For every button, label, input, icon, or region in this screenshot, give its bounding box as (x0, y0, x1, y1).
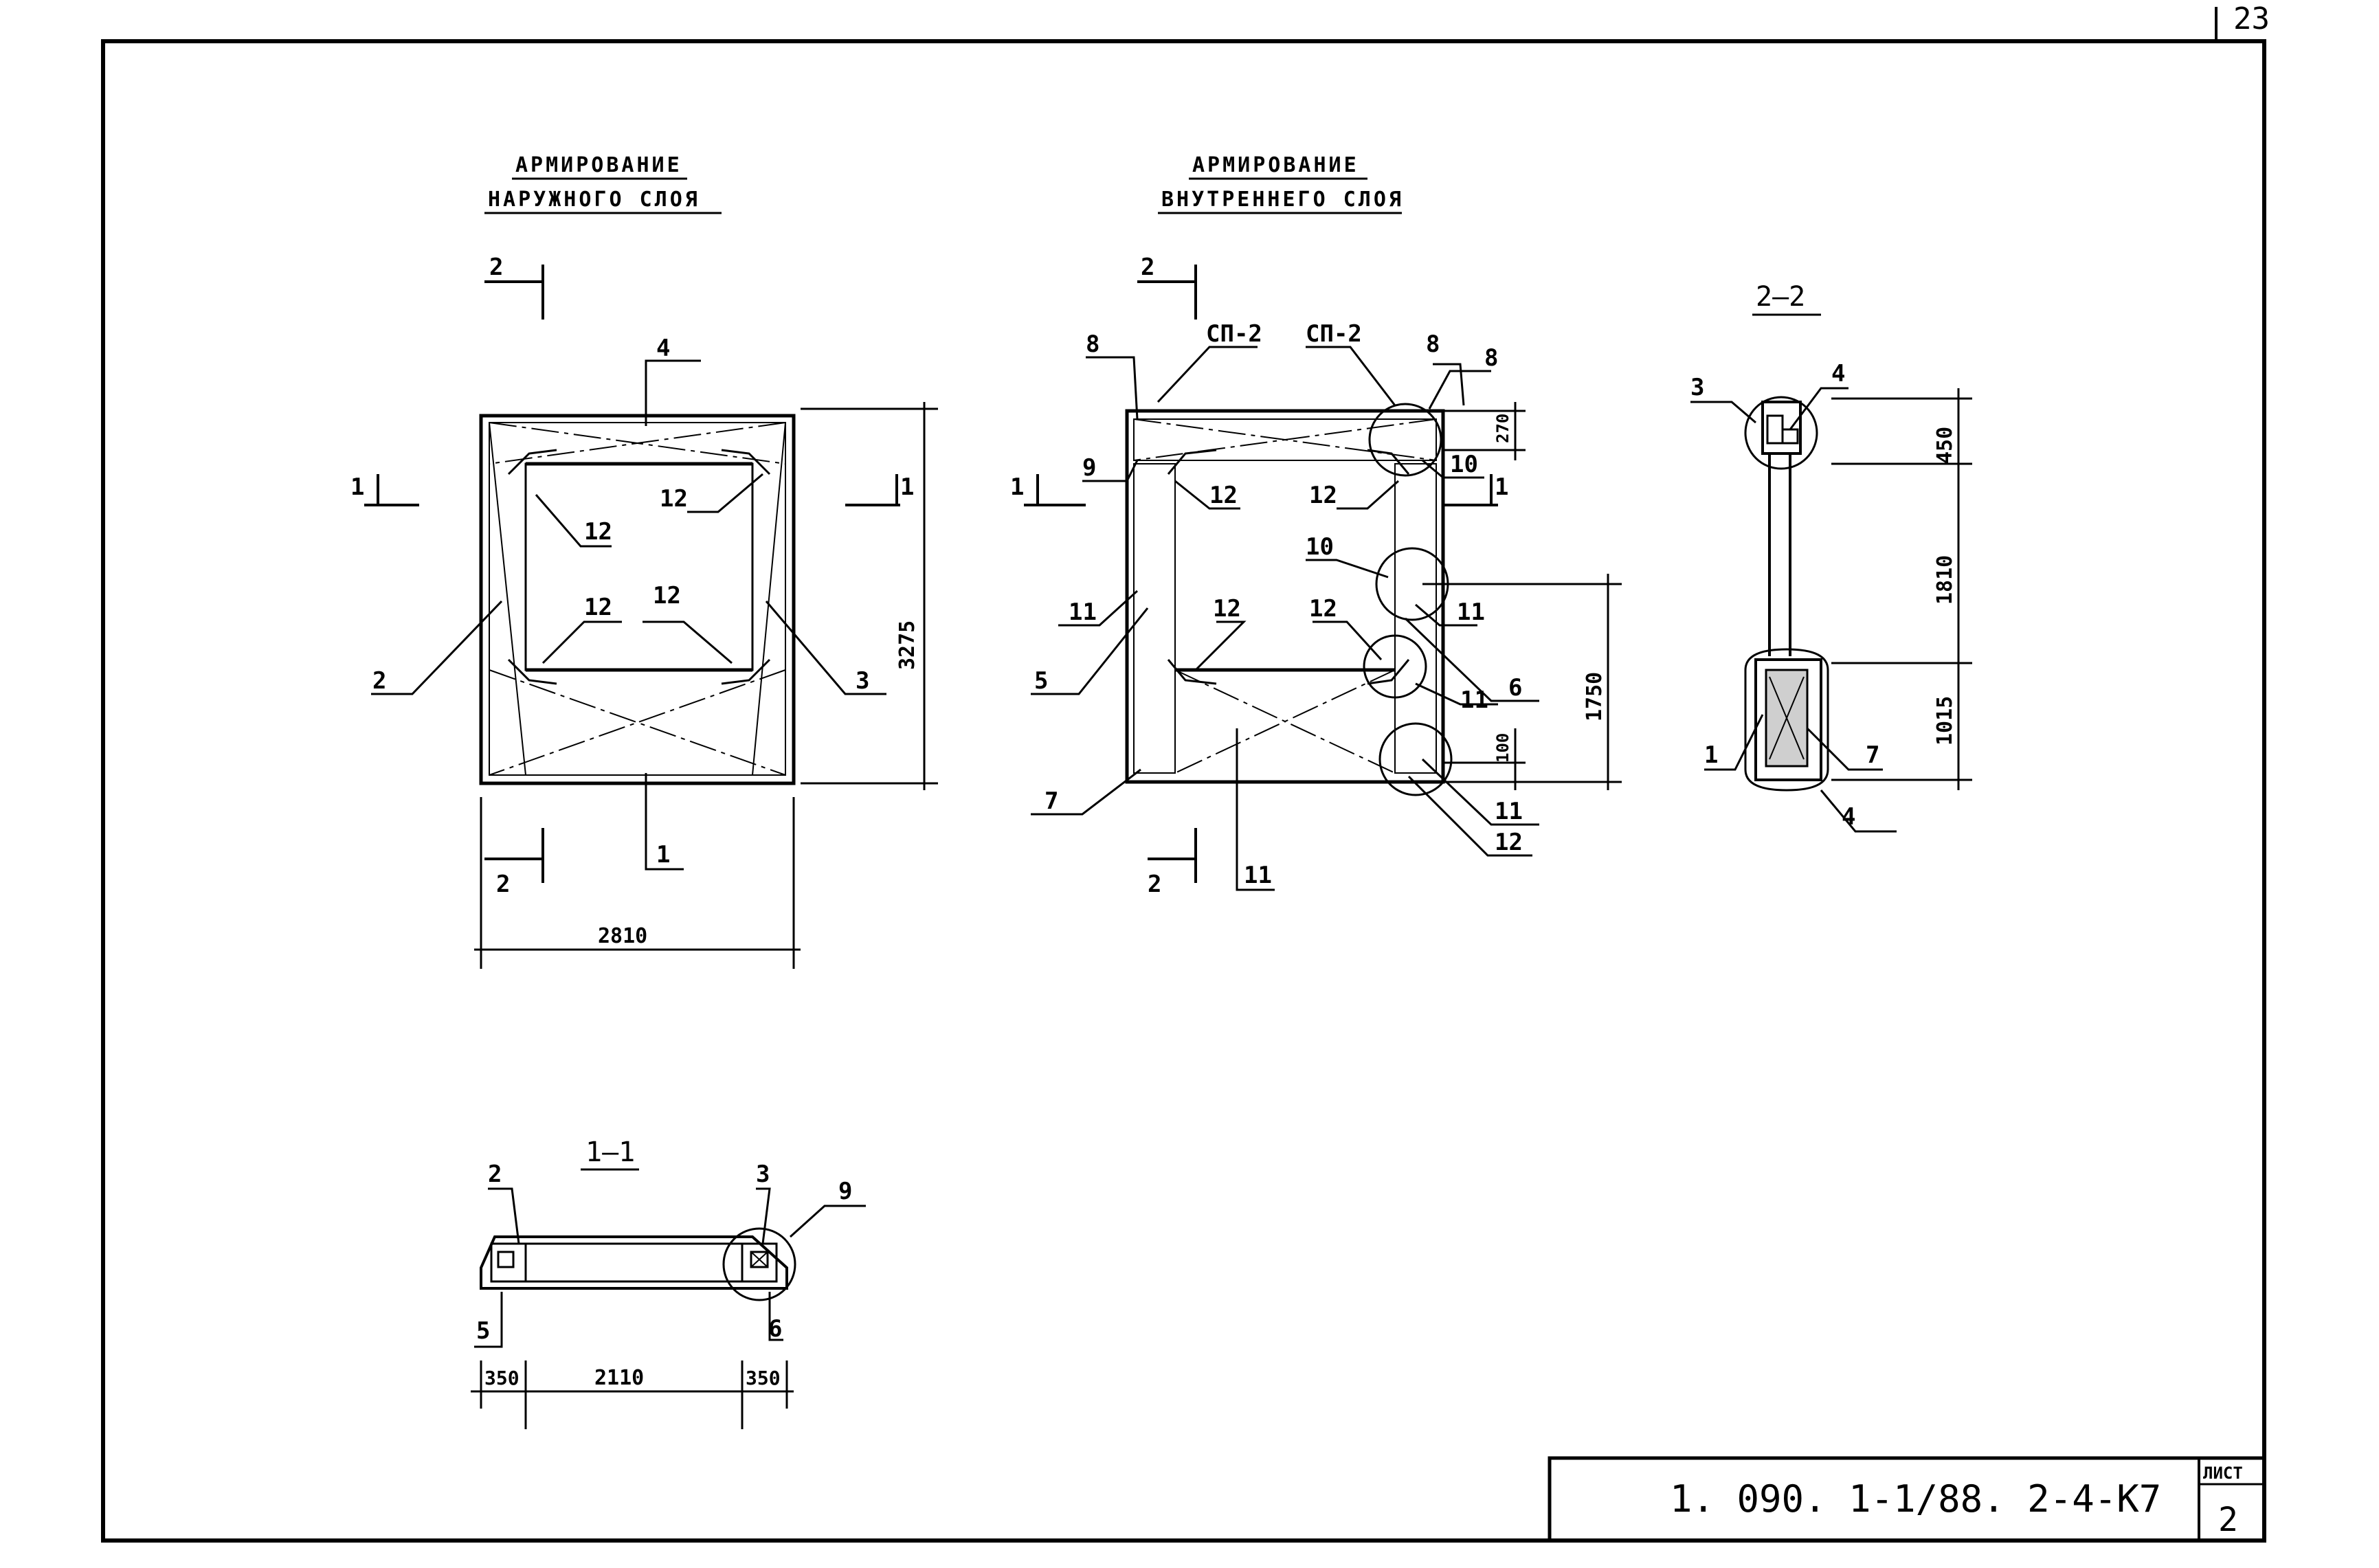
section-1-1-dim-right: 350 (746, 1367, 781, 1389)
inner-callout-5: 5 (1034, 667, 1048, 695)
section-2-2-dimensions (1831, 388, 1972, 790)
inner-callout-sp2-b: СП-2 (1306, 320, 1362, 348)
list-number: 2 (2218, 1501, 2238, 1539)
outer-section-marks (364, 265, 900, 883)
section-2-2-callout-4-bottom: 4 (1842, 803, 1855, 831)
section-2-2-callout-4-top: 4 (1831, 360, 1845, 388)
outer-section-mark-left: 1 (350, 473, 364, 501)
outer-callout-12-b: 12 (660, 485, 688, 513)
inner-callout-11-b: 11 (1457, 598, 1485, 626)
inner-callout-7: 11 (1244, 862, 1272, 889)
inner-callout-12-b: 12 (1309, 482, 1337, 509)
section-1-1-dim-middle: 2110 (594, 1366, 644, 1390)
section-2-2-callout-7: 7 (1866, 741, 1879, 769)
inner-section-marks (1024, 265, 1498, 883)
inner-layer-view: АРМИРОВАНИЕ ВНУТРЕННЕГО СЛОЯ (1010, 153, 1622, 898)
inner-callout-10-b: 10 (1306, 533, 1334, 561)
inner-dimensions (1422, 402, 1622, 790)
inner-dim-right: 1750 (1583, 672, 1607, 721)
section-1-1-dimensions (471, 1360, 794, 1429)
outer-callout-12-d: 12 (653, 582, 681, 609)
outer-layer-view: АРМИРОВАНИЕ НАРУЖНОГО СЛОЯ (350, 153, 938, 969)
inner-callout-8-b: 8 (1426, 331, 1440, 358)
inner-callout-sp2-a: СП-2 (1206, 320, 1262, 348)
outer-callout-12-a: 12 (584, 518, 612, 546)
outer-heading-line2: НАРУЖНОГО СЛОЯ (488, 188, 700, 212)
section-1-1-callout-3: 3 (756, 1161, 770, 1188)
inner-callout-10-a: 10 (1450, 451, 1478, 478)
page-number: 23 (2233, 1, 2270, 36)
outer-panel (479, 414, 796, 785)
drawing-code: 1. 090. 1-1/88. 2-4-К7 (1670, 1477, 2161, 1521)
outer-callout-4: 4 (656, 335, 670, 362)
section-2-2-dim-1810: 1810 (1933, 555, 1957, 605)
section-2-2: 2–2 3 4 1 7 4 (1690, 281, 1972, 833)
inner-callout-11-c: 11 (1460, 686, 1488, 714)
section-2-2-callout-3: 3 (1690, 374, 1704, 401)
section-2-2-leaders (1690, 387, 1897, 833)
section-2-2-dim-1015: 1015 (1933, 696, 1957, 746)
outer-dim-height: 3275 (895, 620, 919, 670)
outer-dimensions (474, 402, 938, 969)
section-1-1-callout-5: 5 (476, 1317, 490, 1345)
inner-dim-top: 270 (1493, 414, 1512, 443)
sheet-frame (101, 7, 2266, 1543)
outer-callout-2: 2 (372, 667, 386, 695)
inner-section-mark-top: 2 (1141, 254, 1154, 281)
inner-callout-12-c: 12 (1213, 595, 1241, 623)
inner-dim-bottom: 100 (1493, 733, 1512, 763)
inner-callout-8-a: 8 (1086, 331, 1099, 358)
section-2-2-title: 2–2 (1756, 281, 1805, 313)
inner-callout-12-e: 12 (1495, 829, 1523, 856)
outer-dim-width: 2810 (598, 924, 647, 948)
section-1-1-callout-2: 2 (488, 1161, 502, 1188)
outer-callout-1: 1 (656, 841, 670, 869)
inner-callout-9: 9 (1082, 454, 1096, 482)
outer-callout-3: 3 (856, 667, 869, 695)
section-1-1-callout-9: 9 (838, 1178, 852, 1205)
section-1-1-callout-6: 6 (768, 1315, 782, 1343)
section-2-2-dim-450: 450 (1933, 427, 1957, 464)
inner-callout-6: 6 (1508, 674, 1522, 702)
outer-leaders (371, 359, 886, 871)
inner-heading-line2: ВНУТРЕННЕГО СЛОЯ (1161, 188, 1404, 212)
inner-callout-8-c: 8 (1484, 344, 1498, 372)
outer-section-mark-bottom: 2 (496, 871, 510, 898)
inner-callout-11-d: 7 (1045, 787, 1058, 815)
section-1-1-title: 1–1 (585, 1136, 635, 1168)
inner-section-mark-right: 1 (1495, 473, 1508, 501)
outer-callout-12-c: 12 (584, 594, 612, 621)
outer-section-mark-right: 1 (900, 473, 914, 501)
section-1-1-dim-left: 350 (484, 1367, 520, 1389)
section-1-1: 1–1 2 3 9 5 6 (471, 1136, 866, 1429)
section-2-2-callout-1: 1 (1704, 741, 1718, 769)
outer-section-mark-top: 2 (489, 254, 503, 281)
inner-callout-12-a: 12 (1209, 482, 1238, 509)
inner-callout-12-d: 12 (1309, 595, 1337, 623)
inner-heading-line1: АРМИРОВАНИЕ (1192, 153, 1359, 177)
inner-panel (1125, 403, 1453, 796)
inner-leaders (1031, 346, 1539, 891)
section-1-1-leaders (474, 1187, 866, 1348)
inner-section-mark-bottom: 2 (1148, 871, 1161, 898)
list-label: ЛИСТ (2203, 1464, 2243, 1483)
inner-callout-11-e: 11 (1495, 798, 1523, 825)
outer-heading-line1: АРМИРОВАНИЕ (515, 153, 682, 177)
inner-callout-11-a: 11 (1069, 598, 1097, 626)
inner-section-mark-left: 1 (1010, 473, 1024, 501)
